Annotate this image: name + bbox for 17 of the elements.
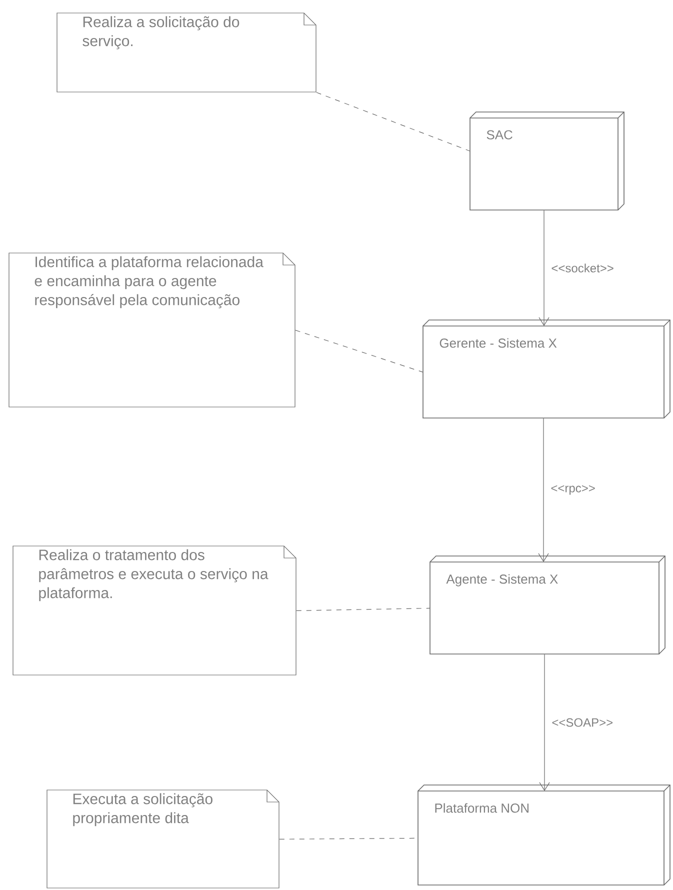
edge-label: <<rpc>> <box>551 485 595 495</box>
leader-line <box>316 92 470 152</box>
leader-line <box>296 608 430 611</box>
note-box: Executa a solicitação propriamente dita <box>46 790 280 888</box>
arrow <box>538 210 550 326</box>
edge-label: <<SOAP>> <box>552 718 612 727</box>
note-box: Realiza a solicitação do serviço. <box>56 12 316 92</box>
arrow <box>538 418 549 562</box>
note-box: Identifica a plataforma relacionada e encaminha para o agente responsável pela comunicação <box>8 252 296 408</box>
note-box: Realiza o tratamento dos parâmetros e executa o serviço na plataforma. <box>12 546 296 676</box>
node-box: Gerente - Sistema X <box>422 320 670 418</box>
node-box: Plataforma NON <box>418 784 670 886</box>
leader-line <box>295 330 424 372</box>
node-box: Agente - Sistema X <box>430 556 666 654</box>
edge-label: <<socket>> <box>552 264 614 272</box>
arrow <box>539 654 550 791</box>
node-box: SAC <box>470 112 624 210</box>
